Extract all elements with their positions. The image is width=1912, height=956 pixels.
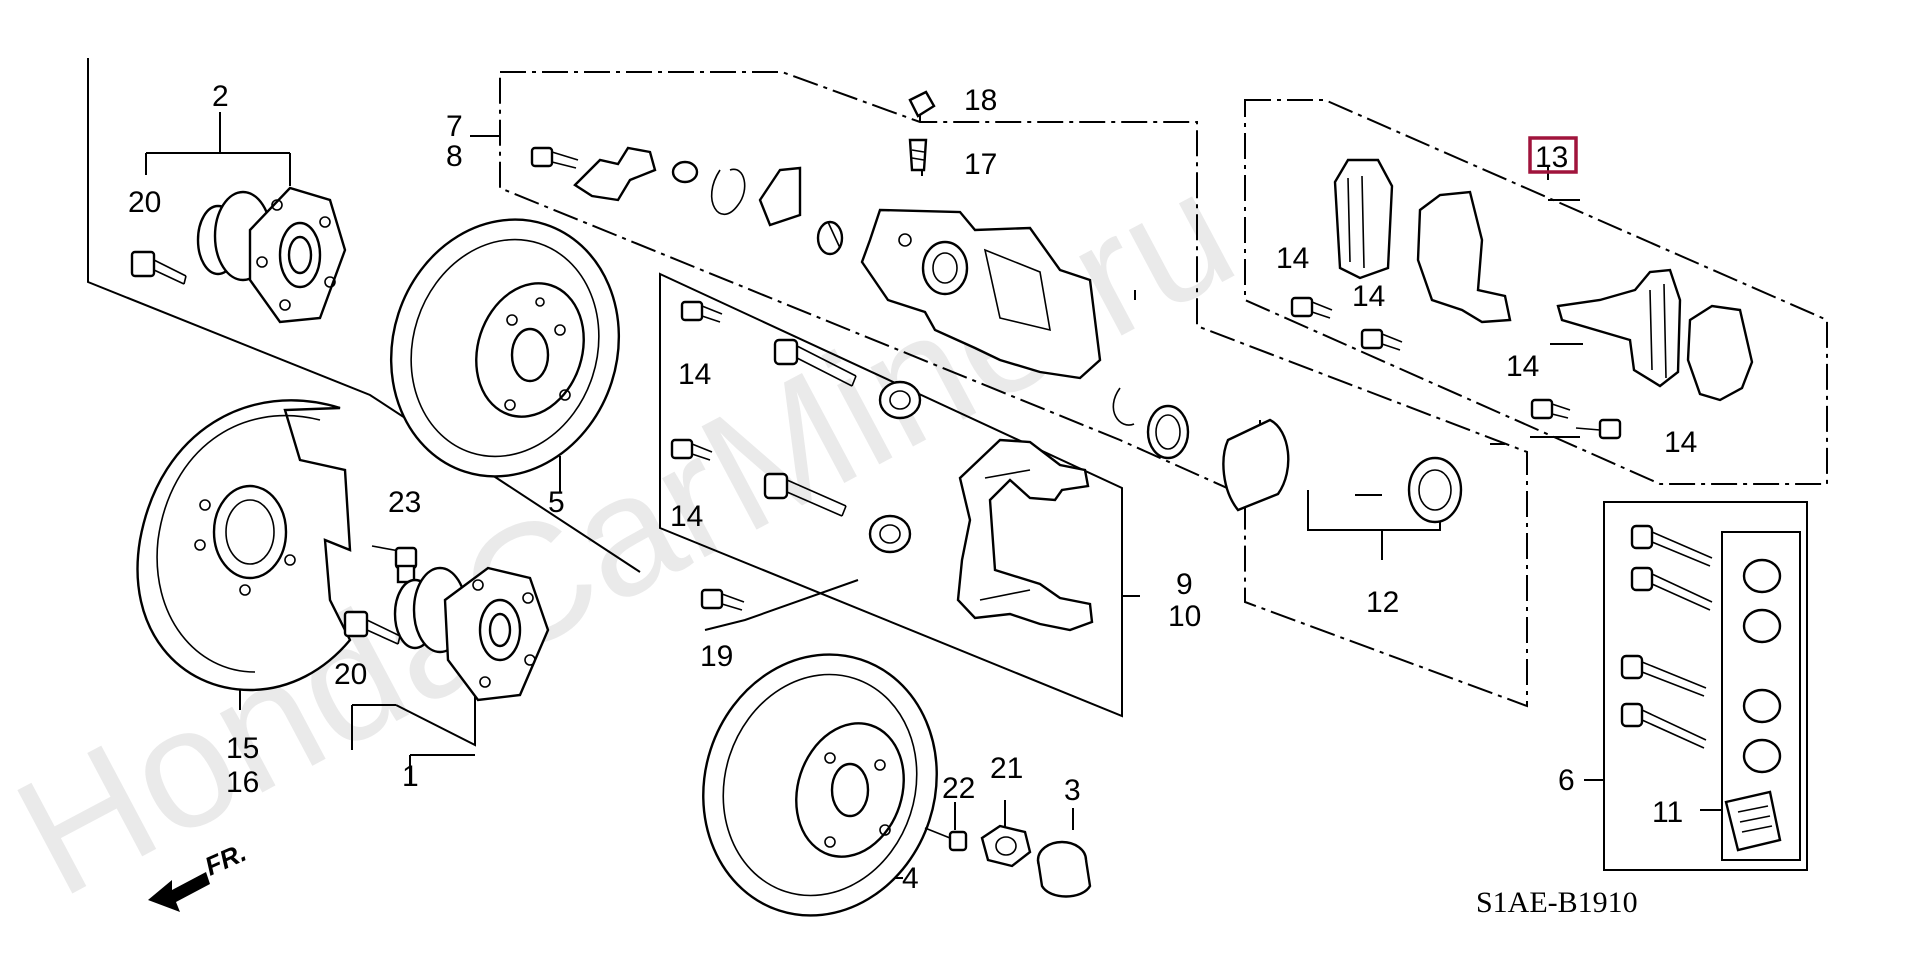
- frame-boots: [1721, 531, 1801, 861]
- frame-caliper: [499, 71, 1528, 708]
- spindle-nut-icon: [980, 824, 1032, 868]
- hub-bolt-lower-icon: [343, 610, 401, 645]
- callout-14-bracket-top: 14: [678, 358, 711, 391]
- bleeder-screw-icon: [908, 138, 928, 172]
- bolt-14-group-icon: [670, 296, 1622, 611]
- callout-14-pad-a: 14: [1276, 242, 1309, 275]
- hub-bearing-upper-icon: [196, 186, 347, 324]
- callout-15: 15: [226, 732, 259, 765]
- callout-11: 11: [1652, 796, 1683, 829]
- diagram-code: S1AE-B1910: [1476, 886, 1638, 919]
- disc-screw-icon: [924, 827, 968, 852]
- caliper-hardware-icon: [530, 146, 844, 256]
- callout-2: 2: [212, 80, 229, 113]
- caliper-bracket-icon: [956, 438, 1094, 632]
- brake-disc-upper-icon: [389, 218, 621, 478]
- callout-7: 7: [446, 110, 463, 143]
- shield-bolt-icon: [371, 545, 418, 584]
- callout-13-highlight-box[interactable]: [1528, 136, 1578, 174]
- callout-14-pad-c: 14: [1506, 350, 1539, 383]
- callout-19: 19: [700, 640, 733, 673]
- guide-pins-icon: [763, 338, 922, 554]
- brake-pads-icon: [1333, 158, 1754, 402]
- frame-left-hub: [87, 58, 641, 573]
- hub-bearing-lower-icon: [393, 566, 550, 702]
- callout-13[interactable]: 13: [1535, 141, 1568, 174]
- callout-23: 23: [388, 486, 421, 519]
- callout-5: 5: [548, 486, 565, 519]
- bleeder-cap-icon: [908, 90, 936, 118]
- front-direction-arrow-icon: [148, 872, 210, 912]
- callout-17: 17: [964, 148, 997, 181]
- pin-kit-contents-icon: [1620, 524, 1782, 774]
- callout-18: 18: [964, 84, 997, 117]
- piston-seal-kit-icon: [1112, 387, 1463, 524]
- hub-bolt-icon: [130, 250, 187, 285]
- grease-packet-icon: [1724, 790, 1782, 852]
- callout-6: 6: [1558, 764, 1575, 797]
- callout-22: 22: [942, 772, 975, 805]
- callout-3: 3: [1064, 774, 1081, 807]
- callout-4: 4: [902, 862, 919, 895]
- hub-cap-icon: [1036, 840, 1092, 898]
- callout-9: 9: [1176, 568, 1193, 601]
- callout-21: 21: [990, 752, 1023, 785]
- callout-14-pad-b: 14: [1352, 280, 1385, 313]
- frame-pin-kit: [1603, 501, 1808, 871]
- brake-disc-lower-icon: [702, 653, 938, 917]
- caliper-body-icon: [860, 208, 1102, 380]
- callout-20-upper: 20: [128, 186, 161, 219]
- callout-1: 1: [402, 760, 419, 793]
- callout-8: 8: [446, 140, 463, 173]
- splash-shield-icon: [136, 399, 352, 692]
- callout-14-bracket-mid: 14: [670, 500, 703, 533]
- callout-14-pad-d: 14: [1664, 426, 1697, 459]
- callout-12: 12: [1366, 586, 1399, 619]
- frame-bracket: [659, 272, 1123, 718]
- callout-16: 16: [226, 766, 259, 799]
- callout-20-lower: 20: [334, 658, 367, 691]
- callout-10: 10: [1168, 600, 1201, 633]
